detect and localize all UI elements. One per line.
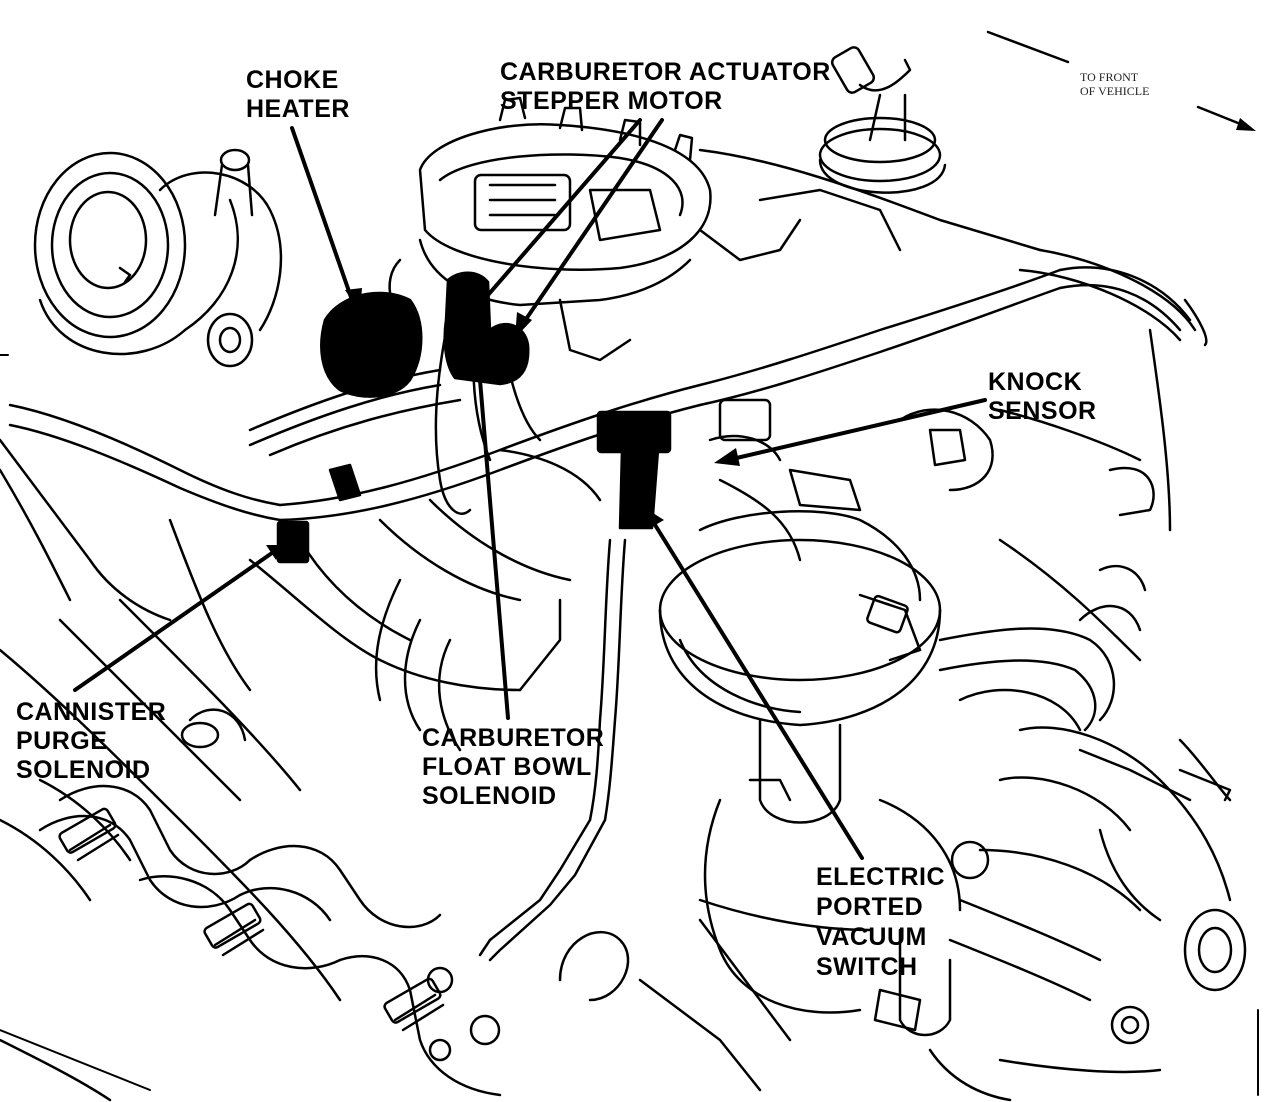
choke-heater-label-line-2: HEATER <box>246 95 350 123</box>
knock-sensor-area <box>708 398 994 562</box>
choke-heater-blob <box>320 291 423 398</box>
cannister-label-line-2: PURGE <box>16 727 108 755</box>
vacuum-switch-body-blob <box>618 448 660 530</box>
engine-block <box>0 438 572 1002</box>
frame-marks <box>0 354 1259 1096</box>
distributor <box>658 510 1116 1014</box>
vacuum-switch-label-line-1: ELECTRIC <box>816 863 945 891</box>
pcv-breather <box>818 46 947 194</box>
actuator-leader-left <box>473 118 642 312</box>
vacuum-switch-label-line-4: SWITCH <box>816 953 918 981</box>
knock-sensor-label: KNOCK SENSOR <box>988 368 1097 426</box>
highlighted-components <box>276 271 672 564</box>
actuator-label-line-2: STEPPER MOTOR <box>500 87 723 115</box>
leader-lines <box>73 118 987 860</box>
actuator-label-line-1: CARBURETOR ACTUATOR <box>500 58 831 86</box>
choke-heater-leader <box>290 126 354 302</box>
cannister-solenoid-blob <box>276 520 310 564</box>
knock-sensor-label-line-1: KNOCK <box>988 368 1083 396</box>
vacuum-switch-label-line-2: PORTED <box>816 893 924 921</box>
vacuum-switch-arrowhead <box>645 508 664 528</box>
float-bowl-leader <box>478 378 510 720</box>
choke-heater-label: CHOKE HEATER <box>246 66 350 124</box>
float-bowl-label-line-2: FLOAT BOWL <box>422 753 592 781</box>
actuator-label: CARBURETOR ACTUATOR STEPPER MOTOR <box>500 58 831 116</box>
carburetor-body <box>388 96 802 362</box>
cannister-leader <box>73 551 274 692</box>
pulley-assembly <box>33 148 283 368</box>
exhaust-manifold <box>0 784 630 1102</box>
knock-sensor-label-line-2: SENSOR <box>988 397 1097 425</box>
actuator-arrowhead <box>515 312 532 338</box>
front-of-vehicle-note: TO FRONT OF VEHICLE <box>1080 70 1149 98</box>
front-direction-arrow <box>986 30 1256 131</box>
vacuum-switch-label-line-3: VACUUM <box>816 923 927 951</box>
float-bowl-label-line-1: CARBURETOR <box>422 724 605 752</box>
water-pump-area <box>638 688 1247 1102</box>
cannister-label: CANNISTER PURGE SOLENOID <box>16 698 166 785</box>
choke-heater-label-line-1: CHOKE <box>246 66 339 94</box>
harness-clip-blob <box>328 463 362 502</box>
float-bowl-label: CARBURETOR FLOAT BOWL SOLENOID <box>422 724 604 811</box>
float-bowl-label-line-3: SOLENOID <box>422 782 557 810</box>
front-of-vehicle-note-line-1: TO FRONT <box>1080 70 1139 84</box>
knock-sensor-leader <box>726 398 987 462</box>
vacuum-switch-blob <box>596 410 672 454</box>
vacuum-switch-leader <box>650 518 864 860</box>
actuator-leader-right <box>520 118 664 327</box>
choke-heater-arrowhead <box>345 288 362 312</box>
front-of-vehicle-note-line-2: OF VEHICLE <box>1080 84 1150 98</box>
cannister-label-line-1: CANNISTER <box>16 698 167 726</box>
knock-sensor-arrowhead <box>714 448 740 466</box>
cannister-arrowhead <box>266 545 284 560</box>
intake-manifold <box>698 148 1208 662</box>
cannister-label-line-3: SOLENOID <box>16 756 151 784</box>
vacuum-switch-label: ELECTRIC PORTED VACUUM SWITCH <box>816 862 945 982</box>
float-bowl-solenoid-blob <box>443 271 530 386</box>
